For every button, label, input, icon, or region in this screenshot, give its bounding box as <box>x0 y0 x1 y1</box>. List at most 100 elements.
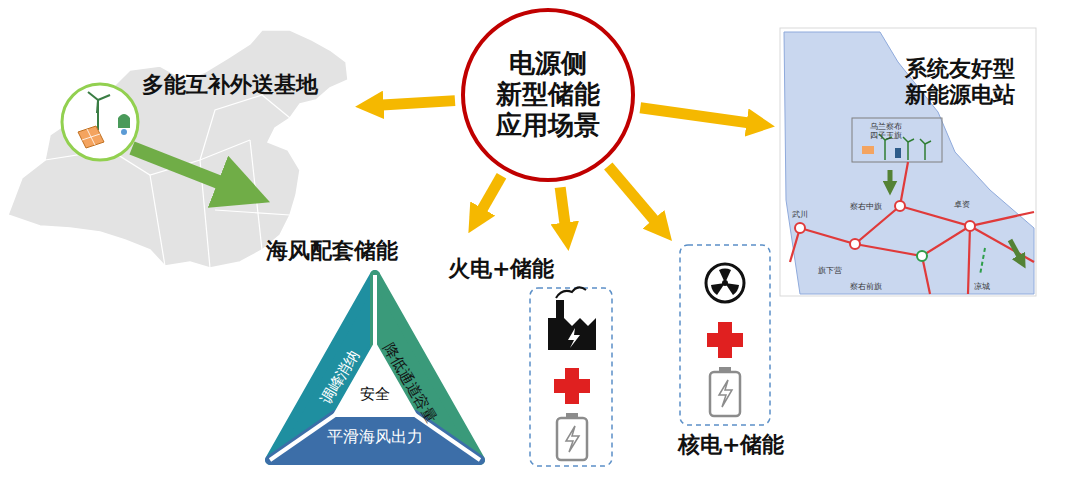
lightning <box>719 380 732 407</box>
connector-arrow <box>608 166 657 224</box>
map-outline <box>8 30 348 268</box>
transmission-arrow <box>132 148 244 192</box>
turbine <box>903 137 908 142</box>
plus-sign <box>554 379 590 393</box>
turbine-blade <box>98 95 110 100</box>
turbine <box>907 142 909 160</box>
substation <box>795 223 805 233</box>
map-region: 多能互补外送基地 <box>0 28 352 308</box>
offshore-triangle <box>270 275 480 460</box>
radiation-blades <box>711 269 739 295</box>
wind-turbine-icon <box>88 92 110 130</box>
triangle-band <box>270 415 480 460</box>
radiation-blade <box>725 283 739 295</box>
province-border <box>150 175 165 266</box>
power-plant-icon <box>548 300 596 350</box>
turbine <box>908 139 914 142</box>
lightning <box>566 426 579 452</box>
place-label: 卓资 <box>954 200 970 209</box>
turbine <box>884 140 886 160</box>
power-line <box>800 162 908 244</box>
province-border <box>250 140 262 250</box>
turbine-tower <box>97 100 99 130</box>
storage-tank <box>118 114 130 128</box>
dashed-frame <box>530 288 612 466</box>
connector-arrow <box>640 108 752 124</box>
triangle-band: 平滑海风出力 <box>312 422 438 452</box>
node-text: 海风配套储能 <box>266 238 398 264</box>
grid-lines <box>790 162 1034 294</box>
battery-icon <box>710 372 740 416</box>
radiation-blade <box>711 283 725 295</box>
turbine-blade <box>97 100 98 113</box>
connector-arrow <box>378 101 455 106</box>
dashed-frame <box>680 245 770 425</box>
china-map <box>8 30 348 268</box>
place-label: 武川 <box>792 210 808 219</box>
nuclear-icon <box>706 264 744 302</box>
plus-sign <box>707 333 743 347</box>
province-border <box>215 210 290 215</box>
connector-arrow <box>560 187 565 228</box>
panel-grid <box>82 134 100 140</box>
province-border <box>200 95 290 160</box>
energy-base-icon <box>62 84 138 160</box>
flow-arrow <box>888 170 893 188</box>
station-frame <box>852 118 942 162</box>
node-text: 系统友好型 新能源电站 <box>905 56 1023 109</box>
scenario-box: 核电+储能 <box>674 234 806 468</box>
nuclear-storage-icons <box>680 245 770 425</box>
turbine <box>925 141 931 144</box>
battery-terminal <box>566 413 578 418</box>
node-text: 调峰消纳 <box>317 347 363 408</box>
water-drop <box>121 129 127 135</box>
scenario-box: 火电+储能 <box>445 254 617 468</box>
map-panel: 系统友好型 新能源电站乌兰察布 四子王旗武川 察右中旗 卓资旗下营察右前旗 凉城 <box>778 26 1040 300</box>
node-text: 降低通道容量 <box>380 339 441 426</box>
solar-panel <box>78 126 104 148</box>
thermal-storage-icons <box>530 287 612 466</box>
region-area <box>784 32 1034 294</box>
turbine <box>920 139 925 144</box>
place-label: 察右中旗 <box>850 202 882 211</box>
substations <box>795 201 975 249</box>
smoke <box>556 287 586 298</box>
place-label: 乌兰察布 四子王旗 <box>870 122 906 140</box>
center-circle: 电源侧 新型储能 应用场景 <box>461 8 635 182</box>
turbine <box>924 144 926 160</box>
place-label: 察右前旗 <box>850 282 882 291</box>
substation <box>850 239 860 249</box>
flow-arrow <box>1010 240 1022 262</box>
substation <box>895 201 905 211</box>
substation <box>917 251 927 261</box>
node-text: 平滑海风出力 <box>327 427 423 446</box>
substation <box>965 221 975 231</box>
node-text: 安全 <box>360 385 390 403</box>
place-label: 旗下营 <box>818 266 842 275</box>
battery-terminal <box>719 367 731 372</box>
triangle-core: 安全 <box>355 382 395 406</box>
solar-panel-icon <box>78 126 104 148</box>
lightning <box>568 328 580 348</box>
place-label: 凉城 <box>974 282 990 291</box>
connector-arrow <box>480 176 502 214</box>
region-map <box>780 28 1036 296</box>
band-gap <box>270 415 335 460</box>
power-line <box>970 226 1034 262</box>
storage-unit <box>895 148 901 158</box>
solar-panel <box>862 146 874 154</box>
planned-line <box>980 248 985 275</box>
battery-icon <box>557 418 587 460</box>
map-panel <box>780 28 1036 296</box>
node-text: 火电+储能 <box>448 256 554 282</box>
band-gap <box>373 275 377 345</box>
radiation-blade <box>719 269 731 283</box>
node-text: 核电+储能 <box>678 432 784 458</box>
water-icon <box>118 114 130 135</box>
turbine-blade <box>88 92 98 100</box>
node-text: 电源侧 新型储能 应用场景 <box>492 48 604 142</box>
triangle-band: 调峰消纳 <box>312 348 368 406</box>
node-text: 多能互补外送基地 <box>142 72 318 98</box>
triangle-band: 降低通道容量 <box>370 346 450 419</box>
